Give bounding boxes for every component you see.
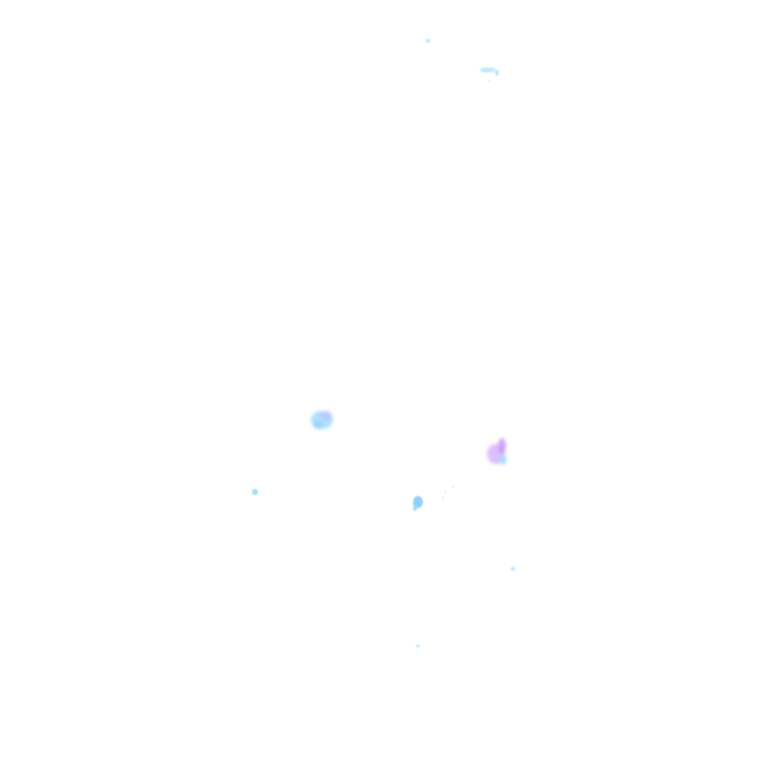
speck-top (425, 39, 431, 43)
dot-far-left (252, 489, 258, 495)
speck-bottom (416, 644, 420, 648)
drop-center (413, 496, 423, 511)
blob-right (487, 438, 507, 465)
speck-lower-right (510, 567, 516, 571)
tiny-dashes (441, 485, 455, 501)
blob-left (311, 411, 333, 429)
streak-top-right (480, 67, 499, 82)
